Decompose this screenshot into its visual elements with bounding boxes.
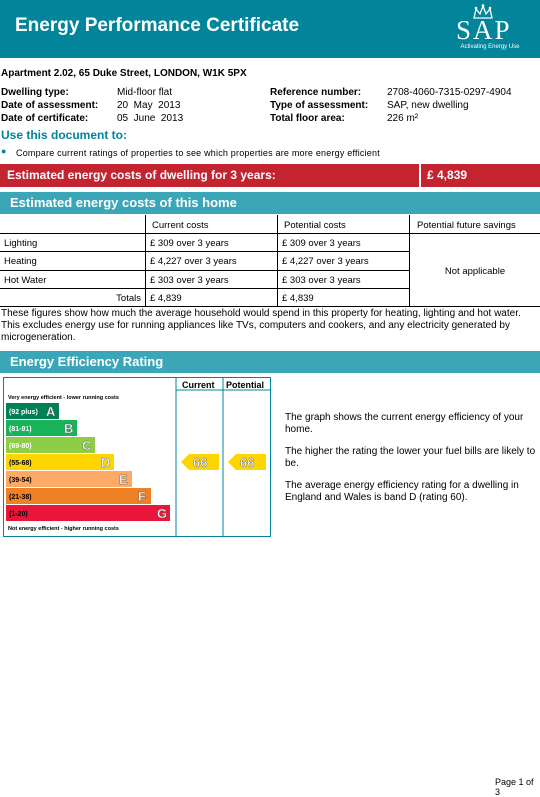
rating-desc-2: The higher the rating the lower your fue… — [285, 446, 536, 469]
heating-potential: £ 4,227 over 3 years — [282, 256, 369, 267]
rating-band-letter: F — [138, 489, 146, 504]
costs-section-header: Estimated energy costs of this home — [0, 192, 540, 214]
heating-current: £ 4,227 over 3 years — [150, 256, 237, 267]
table-divider — [0, 233, 540, 234]
page-number: Page 1 of 3 — [495, 777, 534, 797]
total-cost-bar: Estimated energy costs of dwelling for 3… — [0, 164, 540, 187]
bottom-note: Not energy efficient - higher running co… — [8, 526, 119, 532]
table-divider — [0, 306, 540, 307]
rating-band-range: (1-20) — [9, 511, 28, 518]
reference-label: Reference number: — [270, 87, 362, 98]
total-cost-value: £ 4,839 — [421, 164, 540, 187]
property-address: Apartment 2.02, 65 Duke Street, LONDON, … — [1, 68, 247, 79]
hot-water-current: £ 303 over 3 years — [150, 275, 229, 286]
logo-text: SAP — [456, 15, 512, 45]
totals-label: Totals — [116, 293, 141, 304]
crown-icon — [473, 4, 493, 19]
rating-band-range: (21-38) — [9, 494, 32, 501]
rating-band-e — [6, 471, 132, 487]
reference-value: 2708-4060-7315-0297-4904 — [387, 87, 512, 98]
dwelling-type-value: Mid-floor flat — [117, 87, 173, 98]
rating-band-letter: A — [46, 404, 56, 419]
current-rating-arrow — [181, 454, 219, 470]
row-label-lighting: Lighting — [4, 238, 38, 249]
page-title: Energy Performance Certificate — [15, 15, 300, 36]
lighting-current: £ 309 over 3 years — [150, 238, 229, 249]
table-divider — [0, 270, 409, 271]
floor-area-label: Total floor area: — [270, 113, 345, 124]
rating-band-g — [6, 505, 170, 521]
rating-band-f — [6, 488, 151, 504]
current-rating-value: 66 — [193, 455, 207, 470]
header-bar: Energy Performance Certificate SAP Activ… — [0, 0, 540, 58]
logo-subtext: Activating Energy Use — [460, 44, 520, 50]
totals-potential: £ 4,839 — [282, 293, 314, 304]
rating-bands: (92 plus) A (81-91) B (69-80) C (55-68) D (39-54… — [6, 403, 170, 521]
hot-water-potential: £ 303 over 3 years — [282, 275, 361, 286]
rating-band-range: (55-68) — [9, 460, 32, 467]
rating-section-header: Energy Efficiency Rating — [0, 351, 540, 373]
use-document-title: Use this document to: — [1, 128, 128, 142]
assessment-type-value: SAP, new dwelling — [387, 100, 469, 111]
savings-value: Not applicable — [444, 266, 506, 277]
table-divider — [409, 215, 410, 307]
assessment-date-label: Date of assessment: — [1, 100, 99, 111]
table-divider — [145, 215, 146, 307]
sap-logo: SAP Activating Energy Use — [450, 4, 530, 54]
use-document-bullet: Compare current ratings of properties to… — [16, 148, 380, 158]
rating-band-letter: C — [82, 438, 92, 453]
rating-band-range: (92 plus) — [9, 409, 38, 416]
potential-rating-arrow — [228, 454, 266, 470]
rating-band-a — [6, 403, 59, 419]
rating-band-range: (81-91) — [9, 426, 32, 433]
row-label-hot-water: Hot Water — [4, 275, 47, 286]
assessment-type-label: Type of assessment: — [270, 100, 369, 111]
certificate-date-value: 05 June 2013 — [117, 113, 184, 124]
dwelling-type-label: Dwelling type: — [1, 87, 69, 98]
rating-arrows: 66 66 — [181, 454, 266, 470]
rating-band-b — [6, 420, 77, 436]
totals-current: £ 4,839 — [150, 293, 182, 304]
table-divider — [0, 251, 409, 252]
rating-desc-3: The average energy efficiency rating for… — [285, 480, 519, 503]
rating-band-range: (39-54) — [9, 477, 32, 484]
current-column-header: Current — [182, 380, 215, 390]
table-divider — [0, 288, 409, 289]
row-label-heating: Heating — [4, 256, 37, 267]
energy-rating-chart: Current Potential Very energy efficient … — [3, 377, 271, 537]
col-header-potential: Potential costs — [284, 220, 346, 231]
potential-column-header: Potential — [226, 380, 264, 390]
rating-band-range: (69-80) — [9, 443, 32, 450]
costs-table: Current costs Potential costs Potential … — [0, 215, 540, 307]
rating-band-d — [6, 454, 114, 470]
rating-desc-1: The graph shows the current energy effic… — [285, 412, 524, 435]
rating-chart-svg: Current Potential Very energy efficient … — [6, 378, 270, 536]
rating-band-letter: G — [157, 506, 167, 521]
lighting-potential: £ 309 over 3 years — [282, 238, 361, 249]
table-divider — [277, 215, 278, 307]
rating-band-letter: E — [119, 472, 128, 487]
top-note: Very energy efficient - lower running co… — [8, 395, 119, 401]
col-header-savings: Potential future savings — [417, 220, 516, 231]
assessment-date-value: 20 May 2013 — [117, 100, 181, 111]
rating-band-letter: D — [101, 455, 110, 470]
rating-band-letter: B — [64, 421, 73, 436]
certificate-date-label: Date of certificate: — [1, 113, 89, 124]
rating-band-c — [6, 437, 95, 453]
potential-rating-value: 66 — [240, 455, 254, 470]
col-header-current: Current costs — [152, 220, 209, 231]
costs-explanation: These figures show how much the average … — [1, 308, 521, 343]
bullet-icon: ● — [1, 146, 7, 156]
floor-area-value: 226 m² — [387, 113, 419, 124]
total-cost-label: Estimated energy costs of dwelling for 3… — [0, 164, 419, 187]
